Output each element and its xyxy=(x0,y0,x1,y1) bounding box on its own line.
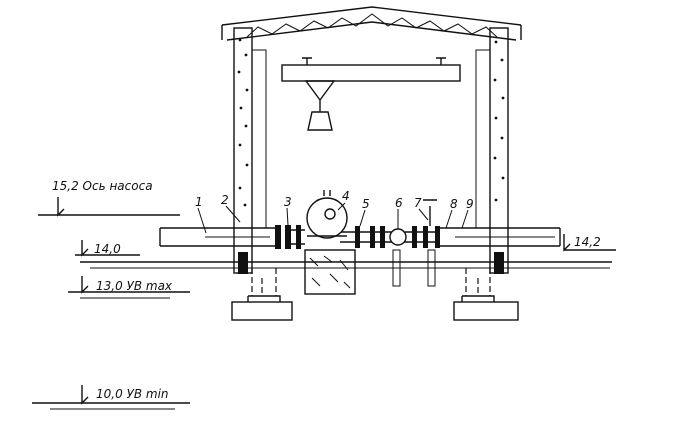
pump xyxy=(306,190,348,239)
level-water-max: 13,0 УВ max xyxy=(68,276,190,299)
pipe-supports xyxy=(392,249,436,287)
callout-7: 7 xyxy=(414,196,422,210)
suction-pipe xyxy=(159,227,275,247)
callout-9: 9 xyxy=(466,197,474,211)
svg-text:14,0: 14,0 xyxy=(94,242,121,256)
callout-6: 6 xyxy=(395,196,403,210)
ground-line xyxy=(80,261,612,269)
callout-8: 8 xyxy=(450,197,458,211)
callouts: 1 2 3 4 5 6 7 8 9 xyxy=(195,189,474,234)
pump-foundation xyxy=(304,249,356,295)
roof-truss xyxy=(221,6,522,41)
callout-3: 3 xyxy=(284,195,292,209)
callout-1: 1 xyxy=(195,195,203,209)
svg-text:14,2: 14,2 xyxy=(574,235,601,249)
crane-beam xyxy=(281,57,461,82)
callout-2: 2 xyxy=(221,193,229,207)
svg-text:13,0 УВ max: 13,0 УВ max xyxy=(96,279,173,293)
callout-4: 4 xyxy=(342,189,350,203)
pipe-fittings xyxy=(275,199,440,249)
right-column xyxy=(475,27,509,274)
level-pump-axis: 15,2 Ось насоса xyxy=(38,179,180,217)
level-floor: 14,0 xyxy=(75,240,140,257)
svg-text:10,0 УВ min: 10,0 УВ min xyxy=(96,387,169,401)
footing-right xyxy=(453,268,519,321)
footing-left xyxy=(231,268,293,321)
left-column xyxy=(233,27,267,274)
hoist xyxy=(304,80,336,131)
level-water-min: 10,0 УВ min xyxy=(32,385,190,410)
discharge-pipe xyxy=(440,227,561,247)
level-right: 14,2 xyxy=(563,234,616,252)
svg-text:15,2 Ось насоса: 15,2 Ось насоса xyxy=(52,179,153,193)
callout-5: 5 xyxy=(362,197,370,211)
